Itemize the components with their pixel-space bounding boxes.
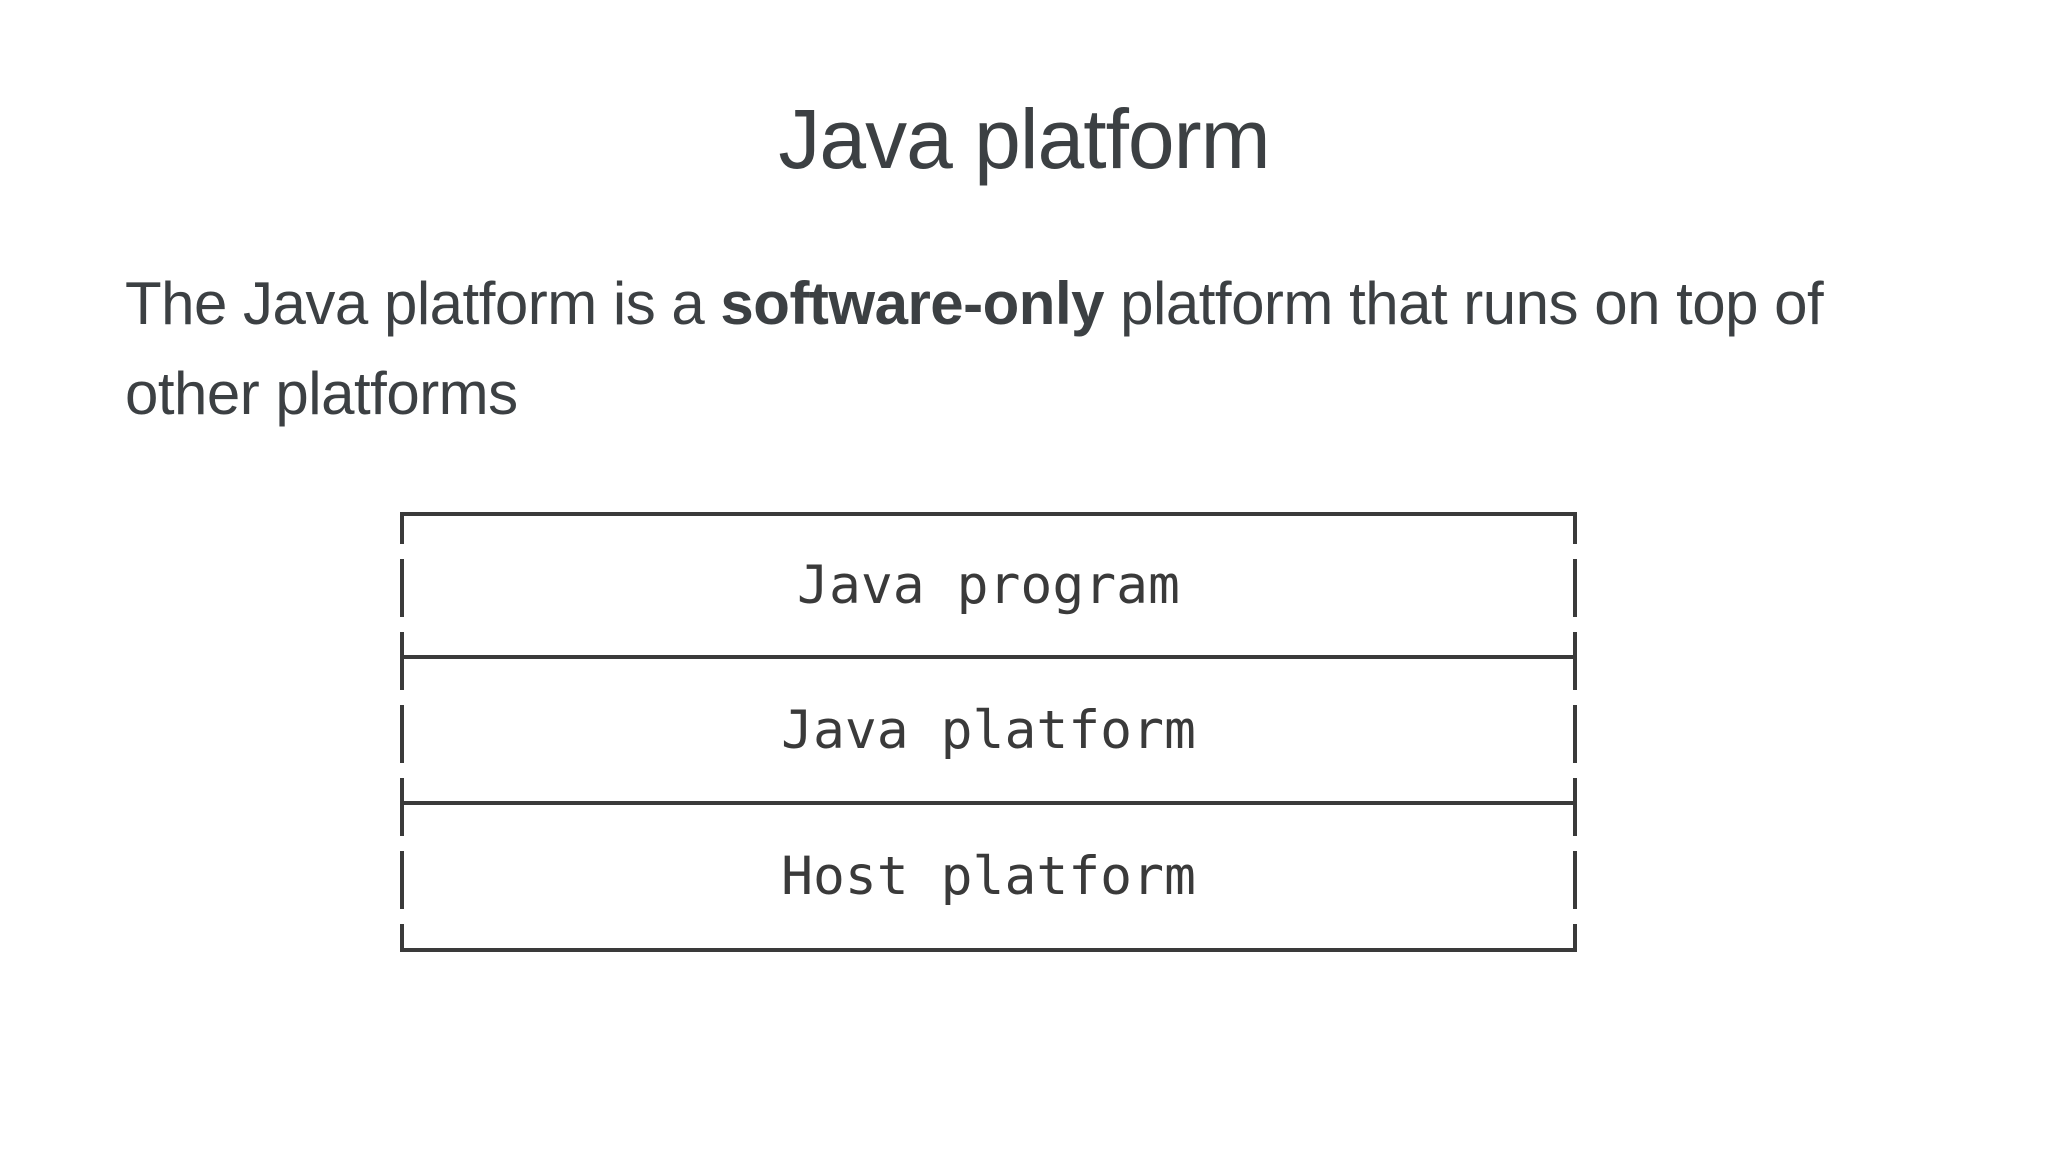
layer-label-host-platform: Host platform bbox=[781, 846, 1196, 907]
diagram-layer-java-program: Java program bbox=[400, 514, 1577, 657]
intro-text-pre: The Java platform is a bbox=[125, 270, 721, 337]
layer-label-java-program: Java program bbox=[797, 555, 1180, 616]
slide-title: Java platform bbox=[778, 92, 1270, 186]
intro-line-2: other platforms bbox=[125, 360, 518, 427]
diagram-layer-host-platform: Host platform bbox=[400, 803, 1577, 950]
diagram-layer-java-platform: Java platform bbox=[400, 657, 1577, 803]
intro-line-1: The Java platform is a software-only pla… bbox=[125, 259, 1985, 349]
stack-box-borders bbox=[400, 512, 1577, 952]
platform-stack-diagram: Java program Java platform Host platform bbox=[400, 510, 1577, 954]
layer-label-java-platform: Java platform bbox=[781, 699, 1196, 761]
intro-paragraph: The Java platform is a software-only pla… bbox=[125, 259, 1985, 439]
intro-text-post: platform that runs on top of bbox=[1103, 270, 1824, 337]
intro-text-bold: software-only bbox=[720, 270, 1104, 337]
